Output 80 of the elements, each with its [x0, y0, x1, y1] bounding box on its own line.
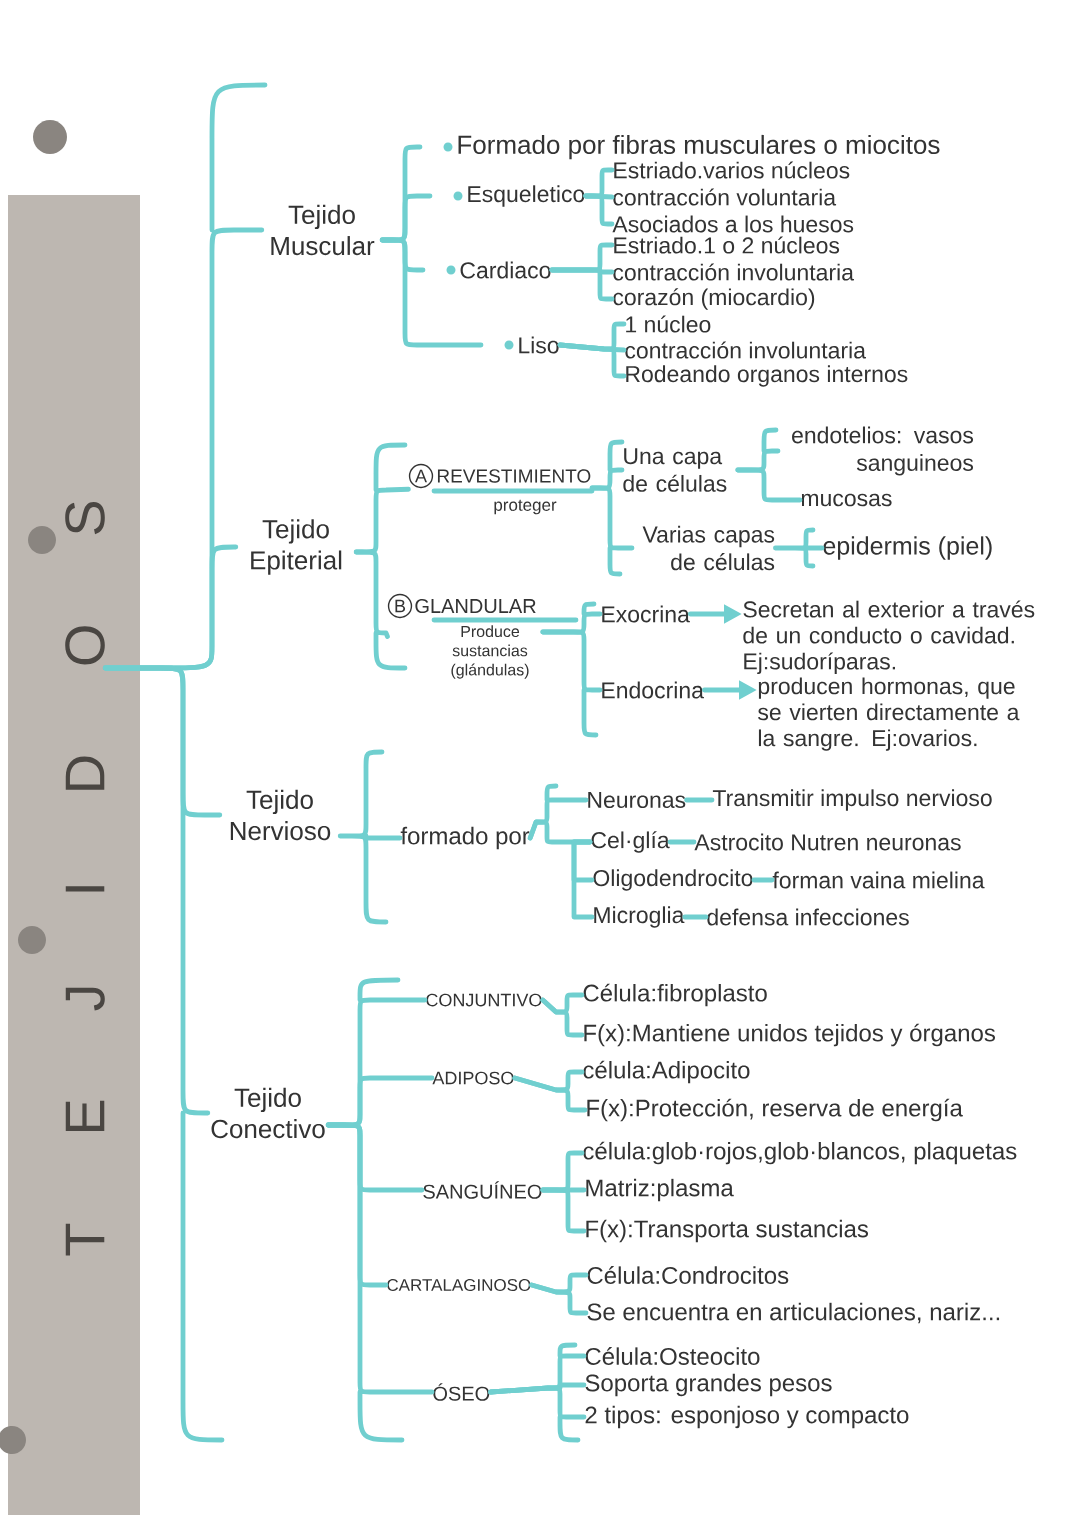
subtype-label: Esqueletico	[468, 185, 585, 207]
note-text: endotelios: vasos sanguineos	[792, 426, 974, 476]
subtype-label: Neuronas	[588, 792, 686, 809]
subtype-label: Microglia	[594, 906, 685, 928]
note-text: 2 tipos: esponjoso y compacto	[585, 1405, 909, 1429]
note-text: F(x):Mantiene unidos tejidos y órganos	[584, 1023, 995, 1047]
note-text: proteger	[494, 499, 557, 515]
note-text: corazón (miocardio)	[613, 288, 815, 310]
subtype-label: ADIPOSO	[432, 1071, 514, 1085]
note-text: Rodeando organos internos	[626, 365, 908, 387]
connector-line	[751, 877, 775, 883]
vertical-title: T E J I D O S	[65, 501, 105, 1256]
note-text: célula:Adipocito	[583, 1060, 750, 1084]
note-text: célula:glob·rojos,glob·blancos, plaquetas	[583, 1141, 1017, 1165]
heading-text: REVESTIMIENTO	[437, 469, 591, 483]
note-text: producen hormonas, que se vierten directamente a la sangre. Ej:ovarios.	[758, 677, 1020, 751]
circled-letter: B	[387, 593, 413, 619]
brace-branch	[529, 1282, 589, 1316]
subtype-label: Oligodendrocito	[593, 869, 753, 891]
note-text: Varias capas de células	[642, 525, 775, 571]
brace-branch	[353, 549, 408, 671]
brace-branch	[589, 485, 635, 577]
brace-branch	[337, 749, 403, 925]
note-text: 1 núcleo	[626, 315, 711, 333]
subtype-label: ÓSEO	[433, 1383, 490, 1401]
brace-branch	[540, 997, 585, 1038]
brace-branch	[379, 237, 484, 348]
brace-branch	[325, 1122, 435, 1443]
connector-line	[682, 914, 709, 920]
note-text: mucosas	[801, 493, 892, 507]
subtype-label: CARTALAGINOSO	[387, 1279, 531, 1291]
subtype-label: Cel·glía	[591, 831, 670, 853]
brace-branch	[512, 1075, 588, 1113]
note-text: Produce sustancias (glándulas)	[451, 625, 529, 679]
note-text: Estriado.1 o 2 núcleos	[614, 236, 840, 254]
brace-branch	[102, 665, 225, 1443]
brace-branch	[583, 193, 615, 227]
circled-letter: A	[408, 463, 434, 489]
tissue-label: Tejido Conectivo	[211, 1087, 325, 1139]
note-text: epidermis (piel)	[823, 536, 992, 560]
brace-branch	[773, 527, 825, 569]
connector-line	[667, 839, 697, 845]
brace-branch	[549, 267, 615, 302]
note-text: Matriz:plasma	[586, 1178, 734, 1202]
bracket	[571, 839, 595, 920]
note-text: Transmitir impulso nervioso	[712, 789, 992, 811]
subtype-label: CONJUNTIVO	[426, 993, 542, 1007]
heading-text: GLANDULAR	[415, 598, 536, 614]
note-text: Soporta grandes pesos	[585, 1373, 832, 1397]
tissue-label: Tejido Nervioso	[230, 789, 331, 841]
subtype-label: Cardiaco	[460, 261, 551, 279]
note-text: forman vaina mielina	[772, 871, 985, 889]
note-text: contracción involuntaria	[613, 263, 854, 281]
note-text: Una capa de células	[623, 448, 727, 492]
note-text: F(x):Transporta sustancias	[586, 1219, 869, 1243]
note-text: Se encuentra en articulaciones, nariz...	[587, 1302, 1000, 1324]
note-text: Célula:Condrocitos	[587, 1266, 789, 1284]
connector-line	[684, 797, 715, 803]
note-text: Célula:Osteocito	[585, 1347, 760, 1365]
note-text: contracción voluntaria	[613, 188, 837, 206]
note-text: Astrocito Nutren neuronas	[694, 833, 961, 851]
note-text: defensa infecciones	[707, 908, 909, 926]
tissue-label: Tejido Epiterial	[251, 519, 342, 575]
note-text: F(x):Protección, reserva de energía	[587, 1098, 963, 1122]
note-text: Estriado.varios núcleos	[614, 161, 850, 179]
subtype-label: SANGUÍNEO	[423, 1181, 542, 1199]
subtype-label: Endocrina	[602, 681, 704, 699]
tissue-label: Tejido Muscular	[271, 204, 375, 256]
subtype-label: Liso	[519, 336, 559, 354]
note-text: Célula:fibroplasto	[583, 983, 767, 1007]
subtype-label: Exocrina	[602, 605, 690, 623]
note-text: Asociados a los huesos	[612, 215, 854, 233]
note-text: Secretan al exterior a través de un conducto o cavidad. Ej:sudoríparas.	[743, 600, 1035, 675]
brace-branch	[557, 342, 627, 379]
brace-branch	[735, 467, 803, 503]
note-text: contracción involuntaria	[625, 341, 866, 359]
note-text: Formado por fibras musculares o miocitos	[458, 134, 940, 160]
brace-branch	[488, 1385, 587, 1443]
brace-branch	[540, 629, 603, 738]
note-text: formado por	[400, 826, 530, 850]
